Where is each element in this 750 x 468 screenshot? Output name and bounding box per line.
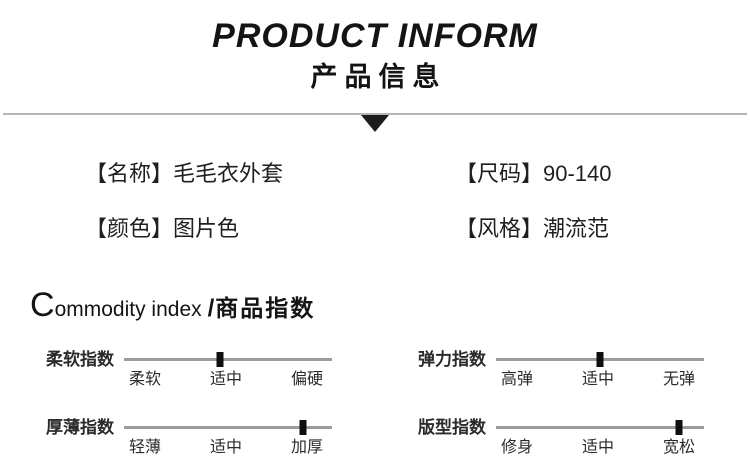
page-header: PRODUCT INFORM 产品信息 [0, 0, 750, 93]
product-style-label: 【风格】 [455, 216, 544, 241]
slider-option: 适中 [581, 371, 614, 388]
slider-option: 适中 [209, 439, 242, 456]
index-title-rest: ommodity index [54, 298, 202, 321]
index-title-slash: / [207, 295, 215, 322]
slider-elasticity-options: 高弹 适中 无弹 [496, 370, 704, 389]
slider-option: 柔软 [129, 371, 162, 388]
slider-thickness-track [124, 420, 332, 435]
slider-option: 修身 [501, 439, 534, 456]
product-color-row: 【颜色】图片色 [85, 215, 455, 242]
product-name-value: 毛毛衣外套 [173, 161, 284, 186]
slider-thickness-options: 轻薄 适中 加厚 [124, 438, 332, 457]
slider-thickness: 厚薄指数 轻薄 适中 加厚 [46, 418, 332, 457]
slider-softness-options: 柔软 适中 偏硬 [124, 370, 332, 389]
product-color-label: 【颜色】 [85, 216, 174, 241]
slider-option: 适中 [209, 371, 242, 388]
slider-elasticity-title: 弹力指数 [418, 350, 486, 369]
commodity-index-grid: 柔软指数 柔软 适中 偏硬 弹力指数 高弹 适中 无弹 厚薄指数 [0, 350, 750, 457]
product-name-label: 【名称】 [85, 161, 174, 186]
slider-thickness-marker [299, 420, 307, 435]
slider-fit: 版型指数 修身 适中 宽松 [418, 418, 704, 457]
product-style-value: 潮流范 [543, 216, 610, 241]
slider-option: 偏硬 [290, 371, 323, 388]
index-title-cn: 商品指数 [215, 295, 316, 321]
slider-fit-options: 修身 适中 宽松 [496, 438, 704, 457]
index-title-initial: C [30, 286, 55, 324]
slider-softness-body: 柔软 适中 偏硬 [124, 350, 332, 389]
slider-elasticity: 弹力指数 高弹 适中 无弹 [418, 350, 704, 389]
slider-option: 无弹 [662, 371, 695, 388]
slider-option: 加厚 [290, 439, 323, 456]
page-title-en: PRODUCT INFORM [212, 17, 538, 55]
product-name-row: 【名称】毛毛衣外套 [85, 160, 455, 187]
slider-option: 宽松 [662, 439, 695, 456]
page-title-cn: 产品信息 [310, 62, 447, 92]
slider-softness-marker [216, 352, 224, 367]
product-size-label: 【尺码】 [455, 161, 544, 186]
slider-option: 适中 [581, 439, 614, 456]
slider-fit-track [496, 420, 704, 435]
slider-fit-marker [675, 420, 683, 435]
down-arrow-icon [361, 115, 389, 132]
section-divider [0, 113, 750, 133]
slider-elasticity-track [496, 352, 704, 367]
slider-softness-track [124, 352, 332, 367]
product-color-value: 图片色 [173, 216, 240, 241]
slider-thickness-body: 轻薄 适中 加厚 [124, 418, 332, 457]
slider-option: 高弹 [501, 371, 534, 388]
slider-option: 轻薄 [129, 439, 162, 456]
index-section-title: Commodity index/商品指数 [30, 285, 750, 330]
product-size-value: 90-140 [543, 161, 612, 186]
slider-softness-title: 柔软指数 [46, 350, 114, 369]
divider-line [3, 113, 747, 115]
slider-thickness-title: 厚薄指数 [46, 418, 114, 437]
slider-elasticity-marker [596, 352, 604, 367]
product-info-grid: 【名称】毛毛衣外套 【尺码】90-140 【颜色】图片色 【风格】潮流范 [0, 160, 750, 242]
product-style-row: 【风格】潮流范 [455, 215, 750, 242]
slider-elasticity-body: 高弹 适中 无弹 [496, 350, 704, 389]
slider-softness: 柔软指数 柔软 适中 偏硬 [46, 350, 332, 389]
slider-fit-title: 版型指数 [418, 418, 486, 437]
slider-fit-body: 修身 适中 宽松 [496, 418, 704, 457]
product-size-row: 【尺码】90-140 [455, 160, 750, 187]
